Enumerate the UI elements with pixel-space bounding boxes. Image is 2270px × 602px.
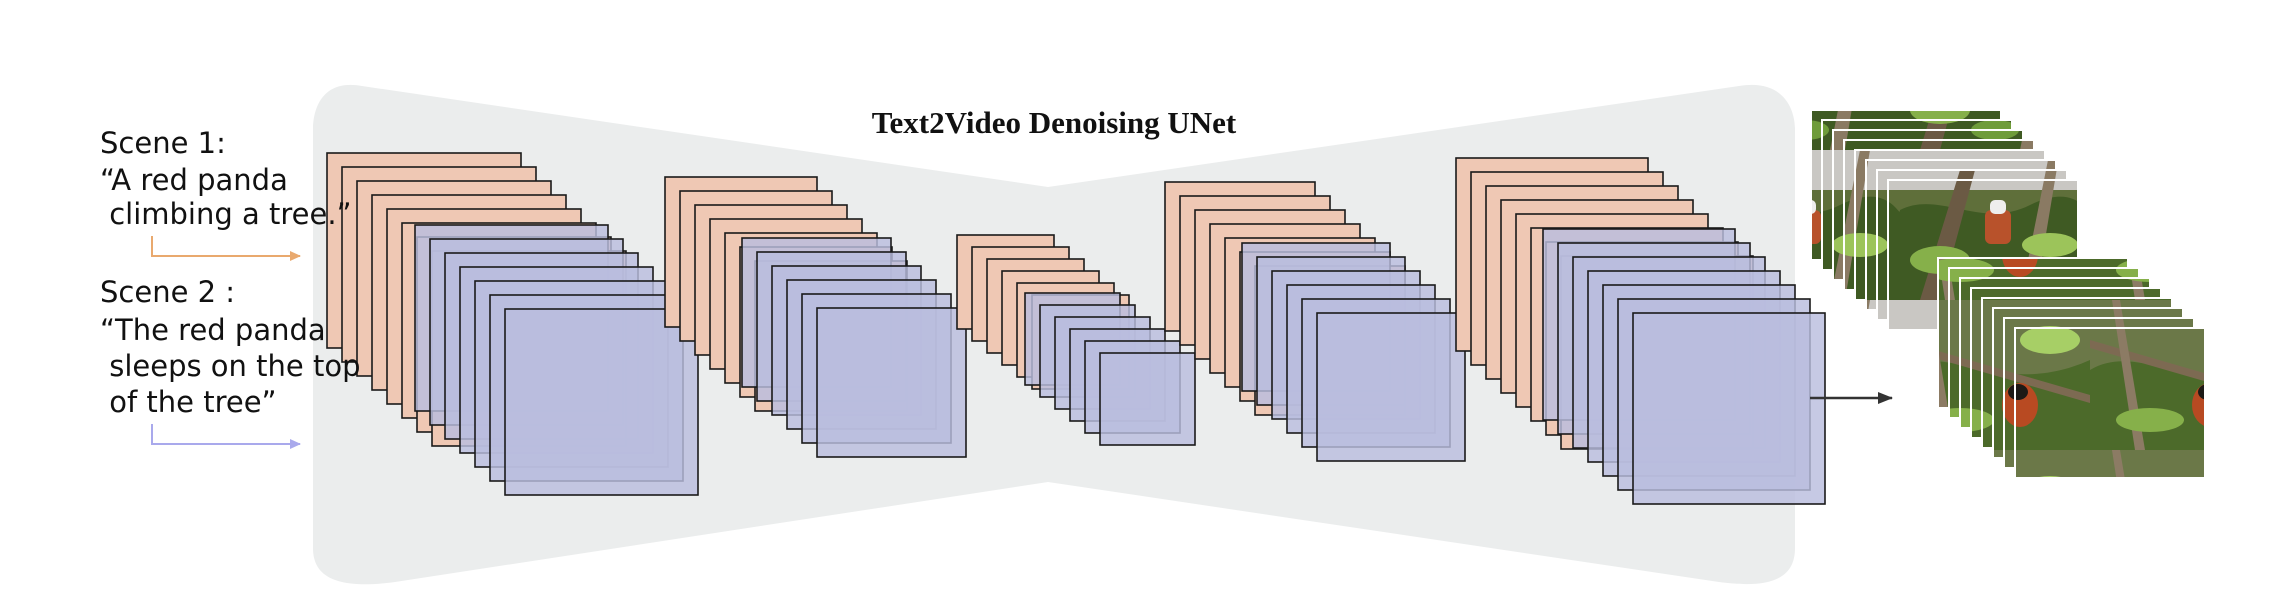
scene-2-prompt-line-3: of the tree” [100, 385, 277, 419]
scene-2-arrow-icon [151, 424, 301, 449]
encoder-stack-2 [664, 176, 967, 458]
diagram-title: Text2Video Denoising UNet [872, 105, 1237, 140]
scene-2-prompt-line-2: sleeps on the top [100, 349, 360, 383]
scene-2-prompt-line-1: “The red panda [100, 313, 326, 347]
video-frame-image [2014, 327, 2206, 479]
decoder-stack-2 [1455, 157, 1826, 505]
scene-2-output-frames [1937, 257, 2206, 479]
scene-2-feature-map [1316, 312, 1466, 462]
scene-2-feature-map [816, 307, 967, 458]
scene-2-feature-map [504, 308, 699, 496]
bottleneck-stack [956, 234, 1196, 446]
scene-1-arrow-icon [151, 236, 301, 261]
encoder-stack-1 [326, 152, 699, 496]
scene-2-feature-map [1099, 352, 1196, 446]
scene-1-prompt-line-2: climbing a tree.” [100, 197, 352, 231]
decoder-stack-1 [1164, 181, 1466, 462]
scene-2-label: Scene 2 : [100, 275, 235, 309]
scene-1-prompt-line-1: “A red panda [100, 163, 288, 197]
feature-map-stacks [326, 152, 1826, 505]
scene-2-feature-map [1632, 312, 1826, 505]
scene-1-label: Scene 1: [100, 126, 226, 160]
scene-2-block: Scene 2 : “The red panda sleeps on the t… [100, 275, 360, 449]
output-video-frames [1810, 109, 2206, 479]
scene-1-block: Scene 1: “A red panda climbing a tree.” [100, 126, 352, 261]
